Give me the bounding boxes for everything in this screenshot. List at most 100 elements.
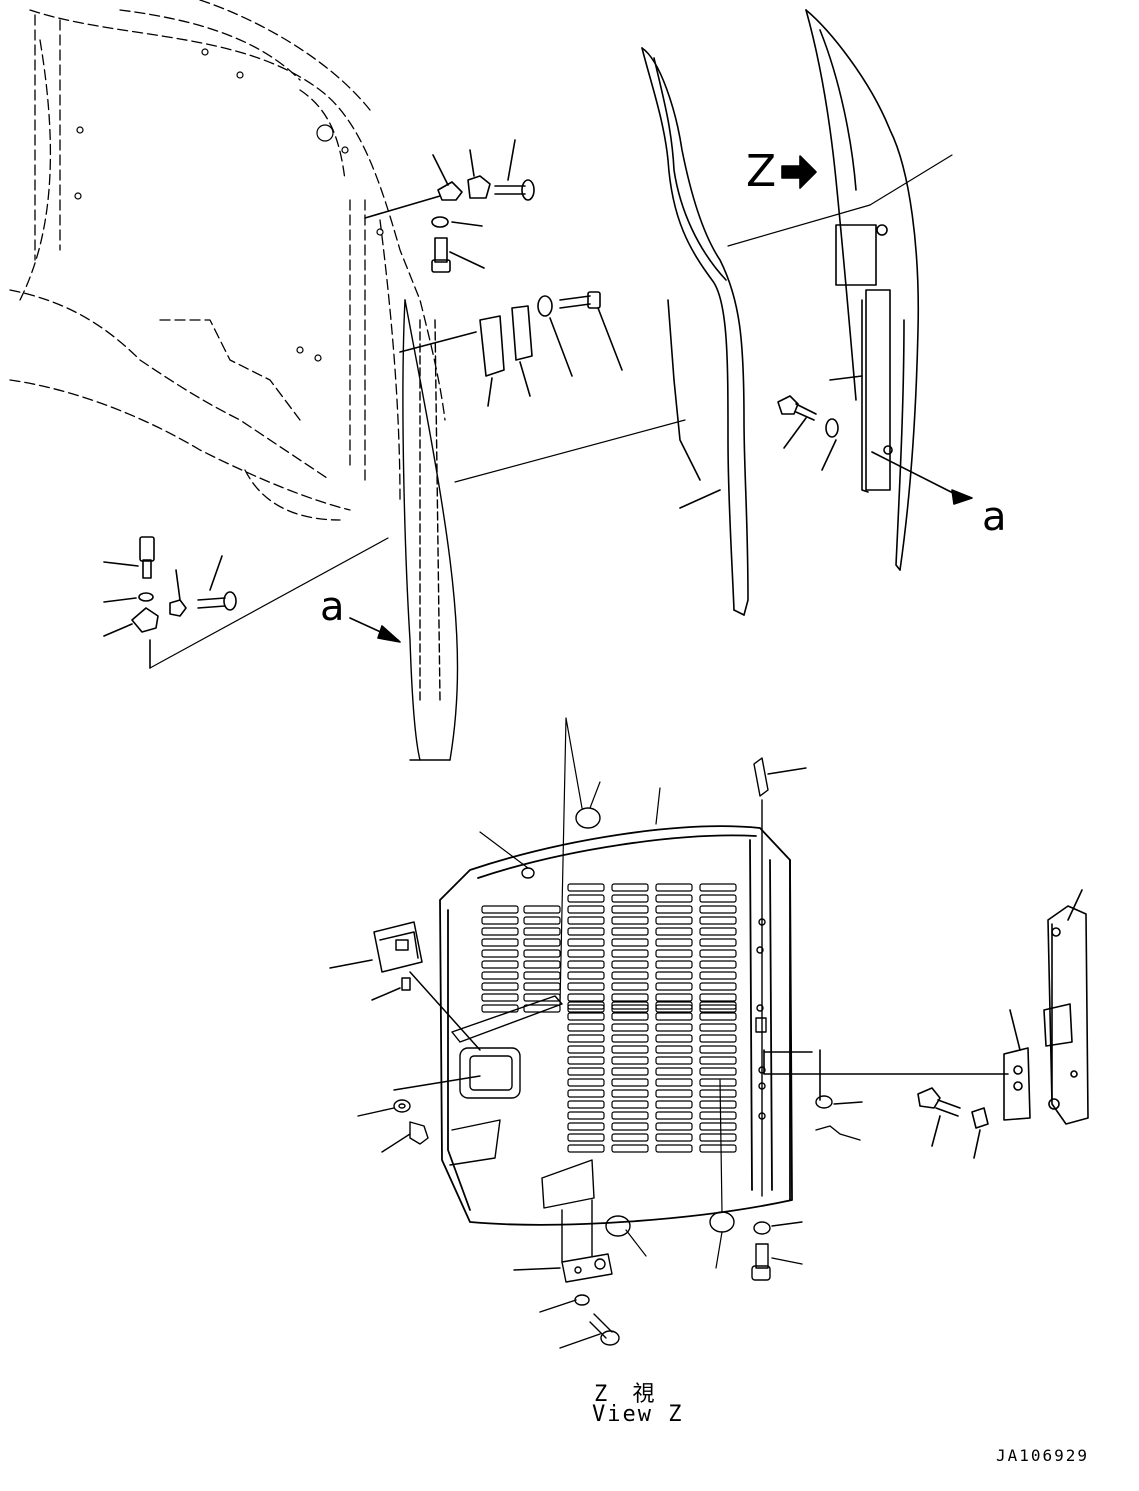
louvre-slot xyxy=(611,927,649,936)
louvre-slot xyxy=(611,905,649,914)
louvre-slot xyxy=(611,1056,649,1065)
louvre-slot xyxy=(611,1023,649,1032)
louvre-slot xyxy=(523,938,561,947)
louvre-slot xyxy=(699,905,737,914)
louvre-slot xyxy=(655,1133,693,1142)
louvre-slot xyxy=(699,1122,737,1131)
louvre-slot xyxy=(611,1078,649,1087)
louvre-slot xyxy=(655,894,693,903)
louvre-slot xyxy=(611,938,649,947)
lower-left-bolt-group xyxy=(103,536,389,669)
louvre-slot xyxy=(655,1144,693,1153)
louvre-slot xyxy=(655,1100,693,1109)
louvre-slot xyxy=(567,1023,605,1032)
louvre-slot xyxy=(567,1111,605,1120)
louvre-slot xyxy=(611,1012,649,1021)
louvre-slot xyxy=(611,1045,649,1054)
z-marker-label: Z xyxy=(746,146,777,197)
louvre-slot xyxy=(567,982,605,991)
louvre-slot xyxy=(655,960,693,969)
door-seal-strip xyxy=(641,47,749,616)
louvre-slot xyxy=(481,982,519,991)
louvre-slot xyxy=(699,1100,737,1109)
louvre-slot xyxy=(655,927,693,936)
louvre-slot xyxy=(567,1122,605,1131)
louvre-slot xyxy=(481,960,519,969)
left-washers xyxy=(357,1075,481,1153)
louvre-slot xyxy=(655,916,693,925)
louvre-slot xyxy=(481,993,519,1002)
louvre-slot xyxy=(611,982,649,991)
louvre-slot xyxy=(567,1056,605,1065)
louvre-slot xyxy=(523,971,561,980)
leader-lines-upper xyxy=(454,154,953,483)
louvre-slot xyxy=(611,993,649,1002)
louvre-slot xyxy=(567,1100,605,1109)
louvre-slot xyxy=(611,1144,649,1153)
louvre-slot xyxy=(655,1078,693,1087)
louvre-slot xyxy=(699,1012,737,1021)
louvre-slot xyxy=(655,1023,693,1032)
louvre-slot xyxy=(567,960,605,969)
louvre-slot xyxy=(567,949,605,958)
louvre-slot xyxy=(699,1078,737,1087)
louvre-slot xyxy=(655,1089,693,1098)
frame-bolt-holes xyxy=(74,48,384,362)
right-small-parts xyxy=(751,757,863,1281)
louvre-slot xyxy=(699,1067,737,1076)
louvre-slot xyxy=(699,971,737,980)
louvre-slot xyxy=(611,916,649,925)
louvre-slot xyxy=(699,883,737,892)
door-side-view xyxy=(777,9,956,571)
louvre-slot xyxy=(523,905,561,914)
drawing-id: JA106929 xyxy=(996,1446,1090,1465)
louvre-slot xyxy=(567,1045,605,1054)
louvre-slot xyxy=(567,971,605,980)
door-latch xyxy=(329,921,481,1051)
louvre-slot xyxy=(655,1001,693,1010)
louvre-slot xyxy=(567,1012,605,1021)
louvre-slot xyxy=(699,1056,737,1065)
louvre-slot xyxy=(567,1001,605,1010)
louvre-slot xyxy=(655,949,693,958)
louvre-slot xyxy=(699,960,737,969)
louvre-slot xyxy=(611,1089,649,1098)
louvre-slot xyxy=(699,1111,737,1120)
door-louvre-grid xyxy=(481,883,737,1153)
louvre-slot xyxy=(699,1045,737,1054)
louvre-slot xyxy=(699,949,737,958)
louvre-slot xyxy=(611,1001,649,1010)
louvre-slot xyxy=(567,938,605,947)
louvre-slot xyxy=(611,894,649,903)
door-panel-details xyxy=(449,867,767,1209)
louvre-slot xyxy=(655,1012,693,1021)
louvre-slot xyxy=(481,916,519,925)
louvre-slot xyxy=(699,1089,737,1098)
louvre-slot xyxy=(523,949,561,958)
louvre-slot xyxy=(655,1045,693,1054)
louvre-slot xyxy=(611,1122,649,1131)
louvre-slot xyxy=(699,1133,737,1142)
louvre-slot xyxy=(611,1067,649,1076)
upper-fastener-group xyxy=(364,139,623,407)
louvre-slot xyxy=(655,905,693,914)
louvre-slot xyxy=(567,1089,605,1098)
louvre-slot xyxy=(611,883,649,892)
louvre-slot xyxy=(611,1034,649,1043)
louvre-slot xyxy=(481,927,519,936)
louvre-slot xyxy=(655,1122,693,1131)
louvre-slot xyxy=(567,927,605,936)
louvre-slot xyxy=(481,938,519,947)
leader-lines-view-z xyxy=(479,717,723,1269)
arrow-a-left-icon xyxy=(349,617,401,643)
louvre-slot xyxy=(655,1067,693,1076)
view-title-jp: Z 視 xyxy=(594,1382,661,1407)
louvre-slot xyxy=(523,927,561,936)
louvre-slot xyxy=(611,949,649,958)
louvre-slot xyxy=(611,971,649,980)
machine-frame xyxy=(9,0,446,521)
louvre-slot xyxy=(611,1133,649,1142)
louvre-slot xyxy=(699,927,737,936)
louvre-slot xyxy=(523,916,561,925)
view-title-en: View Z xyxy=(592,1402,684,1427)
